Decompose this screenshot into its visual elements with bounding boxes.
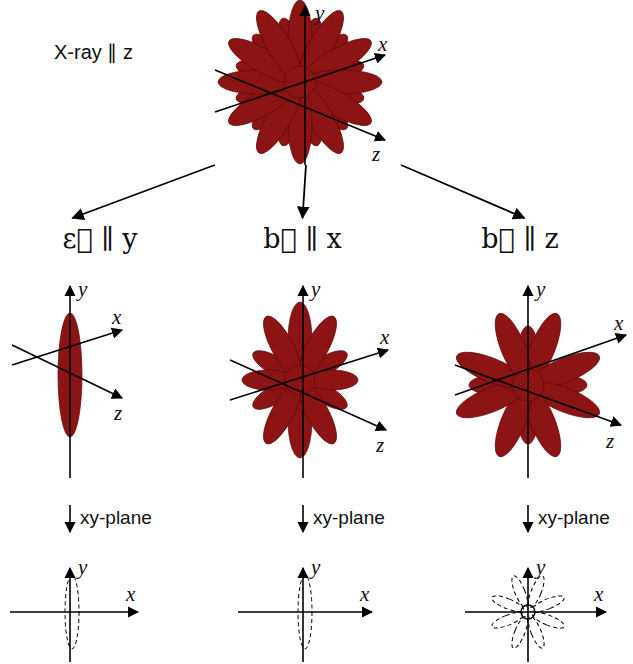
axis-label: x <box>614 312 623 335</box>
axis-label: y <box>311 556 320 579</box>
axis-label: x <box>112 306 121 329</box>
axis-label: z <box>114 402 122 425</box>
axis-label: z <box>376 434 384 457</box>
axes-3d <box>455 286 626 478</box>
axis-label: y <box>78 278 87 301</box>
axis-label: x <box>594 583 603 606</box>
axes-3d <box>12 286 122 478</box>
axis-label: x <box>380 326 389 349</box>
beam-label: X-ray ∥ z <box>54 41 133 63</box>
condition-label: ε⃗ ∥ y <box>57 220 143 258</box>
axis-label: y <box>315 2 324 25</box>
projection-arrow <box>70 505 528 532</box>
axis-label: x <box>378 33 387 56</box>
condition-label: b⃗ ∥ x <box>258 220 347 258</box>
branch-arrow <box>401 165 524 218</box>
condition-heading: b⃗ ∥ z <box>476 220 564 258</box>
condition-heading: b⃗ ∥ x <box>258 220 347 258</box>
axis-label: y <box>536 278 545 301</box>
axis-label: x <box>360 583 369 606</box>
projection-outline <box>490 574 566 650</box>
axis-label: z <box>372 143 380 166</box>
condition-label: b⃗ ∥ z <box>476 220 564 258</box>
projection-label: xy-plane <box>538 508 610 529</box>
projection-label: xy-plane <box>80 508 152 529</box>
branch-arrow <box>303 165 307 218</box>
axis-label: z <box>606 430 614 453</box>
axes-2d <box>10 568 606 662</box>
axis-label: y <box>311 278 320 301</box>
projection-label: xy-plane <box>313 508 385 529</box>
beam-group: X-ray ∥ z <box>40 5 420 165</box>
branch-arrow <box>72 165 214 218</box>
axis-label: y <box>536 556 545 579</box>
axis-label: x <box>126 583 135 606</box>
axes-3d <box>230 286 388 478</box>
axis-label: y <box>78 556 87 579</box>
axes-3d <box>215 6 385 165</box>
condition-heading: ε⃗ ∥ y <box>57 220 143 258</box>
partial-distribution <box>242 302 358 458</box>
projection-outline <box>65 575 312 649</box>
